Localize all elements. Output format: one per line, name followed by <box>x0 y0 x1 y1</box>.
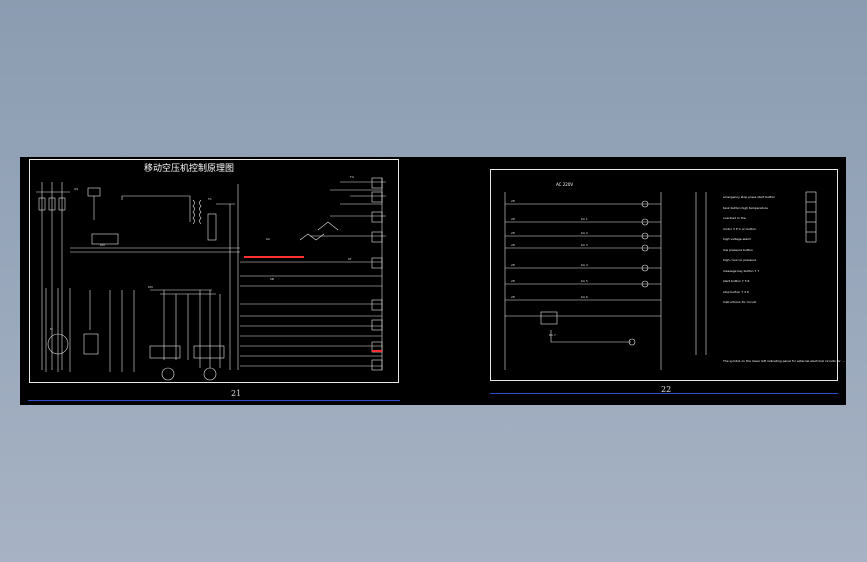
drawing-sheet-21: 移动空压机控制原理图 21 <box>29 159 399 398</box>
svg-text:28: 28 <box>511 231 515 235</box>
svg-text:KT: KT <box>348 257 352 261</box>
svg-text:SB: SB <box>270 277 274 281</box>
legend-item: emergency stop press start button <box>723 195 776 199</box>
svg-text:28: 28 <box>511 199 515 203</box>
svg-text:KM: KM <box>148 285 153 289</box>
svg-text:28: 28 <box>511 279 515 283</box>
svg-text:28: 28 <box>511 243 515 247</box>
svg-text:FU: FU <box>350 175 354 179</box>
schematic-circuit-2: 28 28 28 28 28 28 28 KA 1 KA 2 KA 3 KA 4… <box>504 191 817 370</box>
svg-text:KA 7: KA 7 <box>549 333 556 337</box>
svg-text:KA 4: KA 4 <box>581 263 588 267</box>
cad-model-viewport[interactable]: 移动空压机控制原理图 21 <box>20 157 846 405</box>
sheet-number: 21 <box>231 389 242 398</box>
svg-text:KA 5: KA 5 <box>581 279 588 283</box>
svg-text:KA 6: KA 6 <box>581 295 588 299</box>
svg-text:28: 28 <box>511 263 515 267</box>
legend-list: emergency stop press start button tank b… <box>723 192 775 308</box>
svg-text:KA 1: KA 1 <box>581 217 588 221</box>
schematic-circuit-1: QS KM TC M KM KA SB FU KT <box>36 175 386 381</box>
svg-text:TC: TC <box>207 197 212 201</box>
drawing-sheet-22: AC 220V 22 <box>490 169 845 394</box>
legend-item: overload in the <box>723 216 746 220</box>
legend-item: motor 3 P C on button <box>723 226 757 231</box>
legend-item: message key button 7 7 <box>723 268 760 273</box>
legend-item: low pressure button <box>723 247 753 252</box>
svg-text:28: 28 <box>511 217 515 221</box>
sheet-number: 22 <box>661 385 672 394</box>
svg-text:KA 2: KA 2 <box>581 231 588 235</box>
legend-item: start button 7 3 6 <box>723 279 750 283</box>
svg-text:KM: KM <box>100 243 105 247</box>
svg-text:KA: KA <box>266 237 271 241</box>
legend-item: high voltage alarm <box>723 237 752 241</box>
legend-item: Instructions for circuit <box>723 300 756 304</box>
legend-item: stop button 7 3 6 <box>723 289 749 294</box>
legend-item: high / low no pressure <box>723 258 757 262</box>
footnote: The symbol on the lower left indicating … <box>723 359 845 363</box>
svg-text:KA 3: KA 3 <box>581 243 588 247</box>
sheet2-header: AC 220V <box>556 182 574 187</box>
sheet2-baseline <box>490 393 838 394</box>
sheet1-baseline <box>28 400 400 401</box>
sheet-title: 移动空压机控制原理图 <box>144 164 235 174</box>
svg-text:28: 28 <box>511 295 515 299</box>
svg-text:QS: QS <box>74 187 78 191</box>
svg-text:M: M <box>50 327 53 331</box>
legend-item: tank button high temperature <box>723 205 768 210</box>
